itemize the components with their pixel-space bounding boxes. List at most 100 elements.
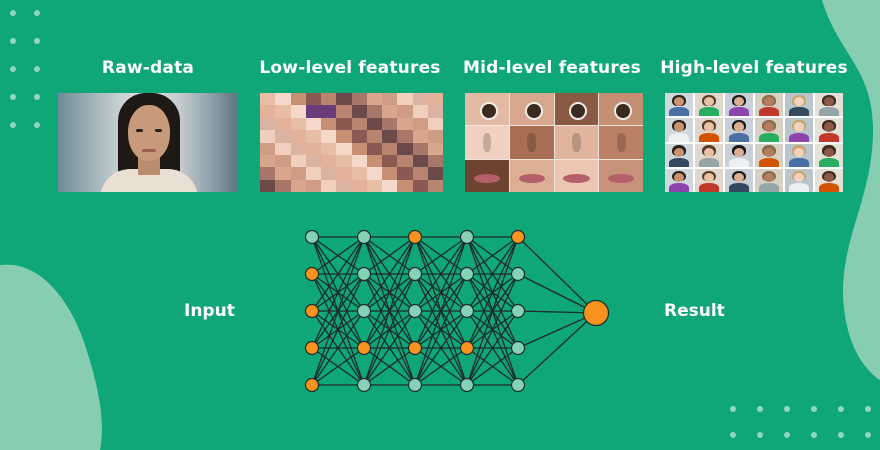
network-node-teal xyxy=(407,377,423,393)
body-shape xyxy=(698,157,720,167)
stage-title-high-level: High-level features xyxy=(660,58,848,78)
mosaic-pixel xyxy=(427,167,443,180)
mosaic-pixel xyxy=(351,142,367,155)
mosaic-pixel xyxy=(412,179,428,192)
person-tile xyxy=(695,168,723,192)
person-tile xyxy=(695,93,723,117)
face-shape xyxy=(823,172,835,183)
face-shape xyxy=(703,97,715,107)
network-output-node xyxy=(582,299,610,327)
mosaic-pixel xyxy=(397,142,413,155)
network-edge xyxy=(311,236,365,312)
face-shape xyxy=(703,122,715,132)
mosaic-pixel xyxy=(336,93,352,106)
mosaic-pixel xyxy=(305,130,321,143)
network-node-orange xyxy=(459,340,475,356)
mosaic-pixel xyxy=(412,167,428,180)
network-node-orange xyxy=(304,340,320,356)
mosaic-pixel xyxy=(366,117,382,131)
person-tile xyxy=(725,168,753,192)
mosaic-pixel xyxy=(397,167,413,180)
person-tile xyxy=(695,143,723,167)
network-node-orange xyxy=(304,377,320,393)
network-node-teal xyxy=(459,303,475,319)
person-tile xyxy=(665,93,693,117)
mosaic-pixel xyxy=(321,142,337,155)
body-shape xyxy=(758,132,780,142)
network-node-teal xyxy=(510,303,526,319)
mosaic-pixel xyxy=(351,179,367,192)
mosaic-pixel xyxy=(305,105,321,118)
face-parts-grid-icon xyxy=(465,93,643,192)
face-part-eye xyxy=(465,93,509,126)
mosaic-pixel xyxy=(275,142,291,155)
mosaic-pixel xyxy=(260,117,276,131)
nose-shape xyxy=(527,132,536,153)
mosaic-pixel xyxy=(412,130,428,143)
network-edge xyxy=(363,273,416,386)
person-tile xyxy=(815,143,843,167)
mosaic-pixel xyxy=(260,154,276,168)
mosaic-pixel xyxy=(321,179,337,192)
eye-shape xyxy=(479,102,498,121)
network-node-orange xyxy=(407,229,423,245)
face-part-lips xyxy=(465,159,509,192)
mosaic-pixel xyxy=(336,130,352,143)
output-edge xyxy=(517,312,597,349)
right-eye xyxy=(155,129,162,132)
mosaic-pixel xyxy=(427,105,443,118)
mosaic-pixel xyxy=(366,130,382,143)
mosaic-pixel xyxy=(290,179,306,192)
face-part-nose xyxy=(554,126,599,159)
face-shape xyxy=(793,122,805,132)
body-shape xyxy=(698,132,720,142)
body-shape xyxy=(728,183,750,192)
output-edge xyxy=(517,273,597,314)
face-shape xyxy=(763,122,775,132)
mosaic-pixel xyxy=(427,179,443,192)
mosaic-pixel xyxy=(305,154,321,168)
body-shape xyxy=(818,132,840,142)
network-node-teal xyxy=(459,266,475,282)
network-edge xyxy=(466,236,519,312)
body-shape xyxy=(758,157,780,167)
network-edge xyxy=(466,236,519,386)
network-edge xyxy=(311,236,365,275)
face-part-lips xyxy=(599,159,643,192)
mosaic-pixel xyxy=(397,105,413,118)
network-node-teal xyxy=(459,377,475,393)
network-edge xyxy=(311,236,365,386)
mosaic-pixel xyxy=(260,105,276,118)
network-edge xyxy=(363,236,416,312)
network-edge xyxy=(363,236,416,386)
body-shape xyxy=(788,183,810,192)
mosaic-pixel xyxy=(427,130,443,143)
person-tile xyxy=(785,118,813,142)
mosaic-pixel xyxy=(260,142,276,155)
mosaic-pixel xyxy=(336,142,352,155)
network-node-teal xyxy=(356,266,372,282)
mosaic-pixel xyxy=(382,142,398,155)
network-edges xyxy=(311,236,597,386)
network-edge xyxy=(414,347,468,386)
mosaic-pixel xyxy=(275,130,291,143)
mosaic-pixel xyxy=(305,167,321,180)
eye-shape xyxy=(569,102,588,121)
mosaic-pixel xyxy=(305,93,321,106)
mosaic-pixel xyxy=(382,179,398,192)
mosaic-pixel xyxy=(351,105,367,118)
person-tile xyxy=(785,168,813,192)
network-node-teal xyxy=(356,229,372,245)
person-tile xyxy=(785,93,813,117)
person-tile xyxy=(665,168,693,192)
mosaic-pixel xyxy=(412,154,428,168)
mosaic-pixel xyxy=(260,93,276,106)
face-part-eye xyxy=(554,93,599,126)
face-shape xyxy=(733,147,745,157)
mosaic-pixel xyxy=(290,130,306,143)
mosaic-pixel xyxy=(275,117,291,131)
network-edge xyxy=(363,236,416,349)
mosaic-pixel xyxy=(397,93,413,106)
